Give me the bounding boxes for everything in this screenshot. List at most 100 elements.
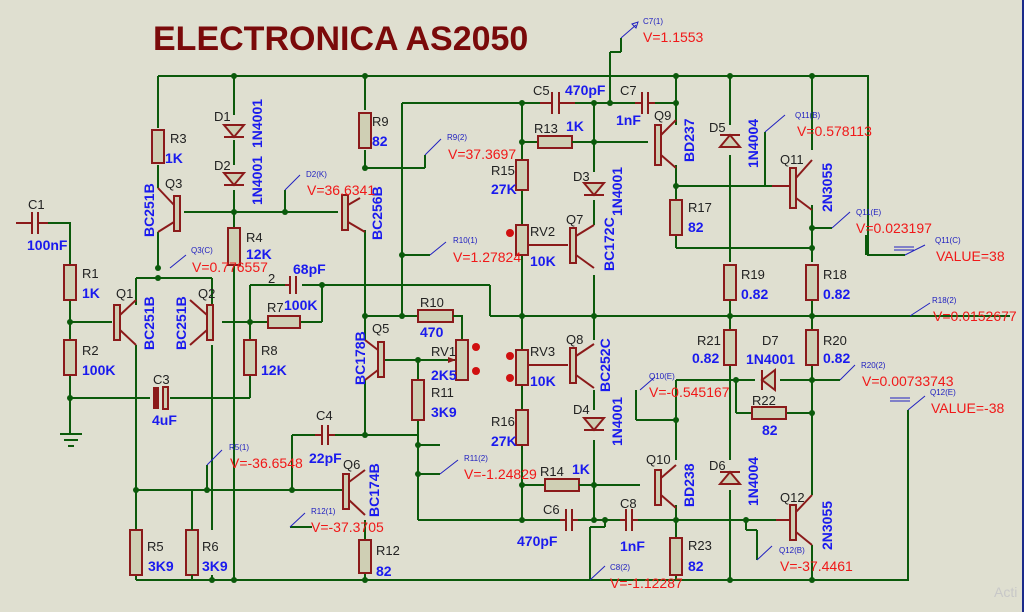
resistor-R14[interactable] xyxy=(544,478,594,492)
resistor-R15[interactable] xyxy=(515,159,529,191)
probe-Q11-B[interactable]: Q11(B)V=0.578113 xyxy=(795,111,872,139)
capacitor-C6[interactable] xyxy=(560,509,578,531)
resistor-R4[interactable] xyxy=(227,227,241,266)
transistor-Q9[interactable] xyxy=(654,119,677,169)
probe-R12-1[interactable]: R12(1)V=-37.3705 xyxy=(311,507,384,535)
label-D3-value: 1N4001 xyxy=(609,167,625,216)
resistor-R18[interactable] xyxy=(805,264,819,301)
resistor-R10[interactable] xyxy=(417,309,463,340)
capacitor-C4[interactable] xyxy=(315,425,335,445)
label-RV3-value: 10K xyxy=(530,373,556,389)
potentiometer-RV3[interactable] xyxy=(506,349,568,386)
transistor-Q11[interactable] xyxy=(772,159,813,211)
probe-R20-2[interactable]: R20(2)V=0.00733743 xyxy=(861,361,954,389)
label-D7-ref: D7 xyxy=(762,333,779,348)
label-C4-value: 22pF xyxy=(309,450,342,466)
transistor-Q4[interactable] xyxy=(341,194,366,233)
resistor-R17[interactable] xyxy=(669,199,683,236)
probe-R11-2[interactable]: R11(2)V=-1.24829 xyxy=(464,454,537,482)
probe-R9-2[interactable]: R9(2)V=37.3697 xyxy=(447,133,516,162)
capacitor-C8[interactable] xyxy=(620,509,638,531)
probe-Q12-B[interactable]: Q12(B)V=-37.4461 xyxy=(779,546,853,574)
label-D7-value: 1N4001 xyxy=(746,351,795,367)
wires xyxy=(16,38,1010,581)
probe-Q11-E[interactable]: Q11(E)V=0.023197 xyxy=(856,208,932,236)
diode-D3[interactable] xyxy=(581,182,607,197)
resistor-R6[interactable] xyxy=(185,490,199,580)
potentiometer-RV2[interactable] xyxy=(506,224,568,256)
transistor-Q12[interactable] xyxy=(776,494,813,546)
svg-text:VALUE=38: VALUE=38 xyxy=(936,248,1005,264)
transistor-Q1[interactable] xyxy=(113,299,137,346)
label-Q11-value: 2N3055 xyxy=(819,163,835,212)
transistor-Q5[interactable] xyxy=(364,339,385,381)
probe-R5-1[interactable]: R5(1)V=-36.6548 xyxy=(229,443,303,471)
label-D2-ref: D2 xyxy=(214,158,231,173)
resistor-R22[interactable] xyxy=(751,406,787,420)
probe-C7-1[interactable]: C7(1)V=1.1553 xyxy=(643,17,704,45)
label-R4-ref: R4 xyxy=(246,230,263,245)
resistor-R21[interactable] xyxy=(723,329,737,366)
probe-Q3-C[interactable]: Q3(C)V=0.776557 xyxy=(191,246,268,275)
diode-D1[interactable] xyxy=(221,124,247,139)
probe-R18-2[interactable]: R18(2)V=0.0152677 xyxy=(932,296,1017,324)
resistor-R13[interactable] xyxy=(537,135,594,149)
svg-text:V=0.023197: V=0.023197 xyxy=(856,220,932,236)
diode-D7[interactable] xyxy=(760,367,776,393)
resistor-R19[interactable] xyxy=(723,264,737,301)
svg-text:V=0.578113: V=0.578113 xyxy=(797,123,872,139)
capacitor-C3[interactable] xyxy=(153,386,169,410)
resistor-R5[interactable] xyxy=(129,529,143,576)
label-R5-ref: R5 xyxy=(147,539,164,554)
resistor-R23[interactable] xyxy=(669,537,683,576)
label-R10-ref: R10 xyxy=(420,295,444,310)
probe-D2-K[interactable]: D2(K)V=36.6341 xyxy=(306,170,375,198)
label-C8-ref: C8 xyxy=(620,496,637,511)
resistor-R12[interactable] xyxy=(358,539,372,574)
label-R19-ref: R19 xyxy=(741,267,765,282)
probe-Q12-E[interactable]: Q12(E)VALUE=-38 xyxy=(890,388,1004,416)
probe-C8-2[interactable]: C8(2)V=-1.12287 xyxy=(610,563,683,591)
resistor-R3[interactable] xyxy=(151,129,165,164)
resistor-R11[interactable] xyxy=(411,379,425,421)
resistor-R9[interactable] xyxy=(358,112,372,149)
capacitor-C7[interactable] xyxy=(635,92,655,114)
transistor-Q8[interactable] xyxy=(569,343,595,389)
diode-D2[interactable] xyxy=(221,172,247,187)
resistor-R8[interactable] xyxy=(243,339,257,376)
svg-text:R18(2): R18(2) xyxy=(932,296,957,305)
transistor-Q2[interactable] xyxy=(189,299,214,346)
potentiometer-RV1[interactable] xyxy=(448,339,480,381)
capacitor-C5[interactable] xyxy=(540,92,575,114)
diode-D4[interactable] xyxy=(581,417,607,432)
probe-R10-1[interactable]: R10(1)V=1.27824 xyxy=(453,236,521,265)
capacitor-C1[interactable] xyxy=(16,212,48,234)
label-RV2-ref: RV2 xyxy=(530,224,555,239)
transistor-Q10[interactable] xyxy=(654,464,677,509)
label-D3-ref: D3 xyxy=(573,169,590,184)
resistor-R7[interactable] xyxy=(267,315,301,329)
label-C3-ref: C3 xyxy=(153,372,170,387)
diode-D5[interactable] xyxy=(717,133,743,148)
label-Q11-ref: Q11 xyxy=(780,152,804,167)
label-R10-value: 470 xyxy=(420,324,444,340)
diode-D6[interactable] xyxy=(717,470,743,485)
transistor-Q7[interactable] xyxy=(569,224,595,269)
resistor-R2[interactable] xyxy=(63,339,77,376)
label-C3-value: 4uF xyxy=(152,412,177,428)
resistor-R20[interactable] xyxy=(805,329,819,366)
svg-text:V=1.1553: V=1.1553 xyxy=(643,29,704,45)
label-D4-value: 1N4001 xyxy=(609,397,625,446)
label-D6-value: 1N4004 xyxy=(745,457,761,506)
window-edge xyxy=(1022,0,1024,612)
transistor-Q3[interactable] xyxy=(157,187,181,233)
label-R18-ref: R18 xyxy=(823,267,847,282)
capacitor-C2[interactable] xyxy=(285,276,297,294)
label-R8-ref: R8 xyxy=(261,343,278,358)
probe-Q11-C[interactable]: Q11(C)VALUE=38 xyxy=(894,236,1005,264)
probe-Q10-E[interactable]: Q10(E)V=-0.545167 xyxy=(649,372,730,400)
resistor-R1[interactable] xyxy=(63,264,77,301)
transistor-Q6[interactable] xyxy=(342,469,366,516)
resistor-R16[interactable] xyxy=(515,409,529,446)
